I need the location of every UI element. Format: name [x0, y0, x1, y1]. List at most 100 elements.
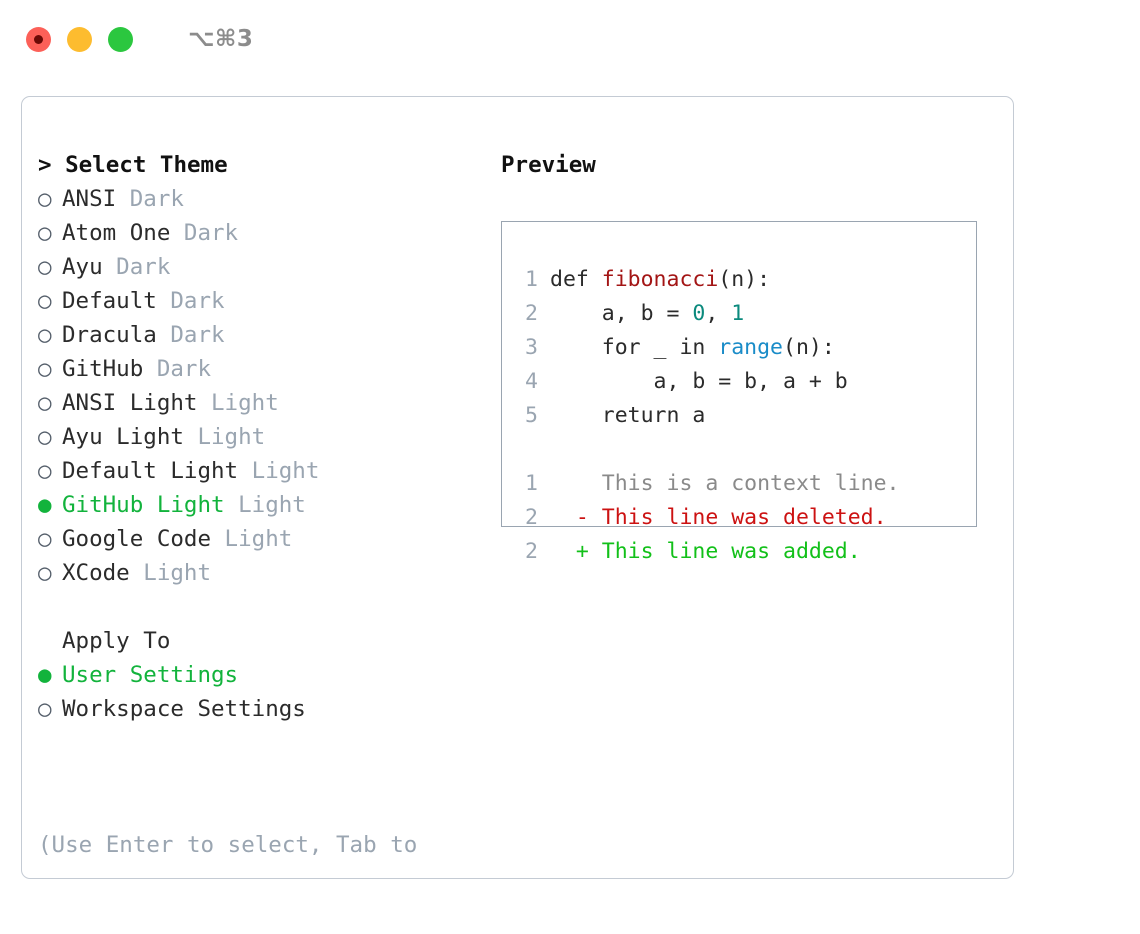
- theme-item-variant-tag: Light: [211, 526, 293, 552]
- theme-item-github-light[interactable]: ●GitHub Light Light: [38, 488, 478, 522]
- theme-item-label: ANSI: [62, 186, 117, 212]
- diff-line-added: 2 + This line was added.: [502, 535, 976, 569]
- radio-unselected-icon: ○: [38, 288, 52, 314]
- code-line: 2 a, b = 0, 1: [502, 297, 976, 331]
- code-line-number: 1: [525, 267, 538, 292]
- theme-item-label: Ayu Light: [62, 424, 184, 450]
- theme-item-label: GitHub: [62, 356, 144, 382]
- radio-selected-icon: ●: [38, 492, 52, 518]
- code-diff-separator: [502, 433, 976, 467]
- theme-item-label: Ayu: [62, 254, 103, 280]
- theme-item-default-light[interactable]: ○Default Light Light: [38, 454, 478, 488]
- theme-item-variant-tag: Dark: [143, 356, 212, 382]
- diff-line-deleted: 2 - This line was deleted.: [502, 501, 976, 535]
- theme-item-label: Google Code: [62, 526, 212, 552]
- code-line-text: a, b = 0, 1: [538, 297, 744, 331]
- code-token-plain: for _ in: [550, 335, 719, 360]
- spacer: [38, 590, 478, 624]
- radio-unselected-icon: ○: [38, 322, 52, 348]
- minimize-dot[interactable]: [67, 26, 92, 52]
- title-bar: ⌥⌘3: [0, 0, 1140, 78]
- theme-item-variant-tag: Dark: [116, 186, 184, 212]
- radio-unselected-icon: ○: [38, 526, 52, 552]
- theme-item-variant-tag: Light: [129, 560, 212, 586]
- theme-item-ansi[interactable]: ○ANSI Dark: [38, 182, 478, 216]
- code-line: 3 for _ in range(n):: [502, 331, 976, 365]
- code-token-plain: (n):: [718, 267, 771, 292]
- code-token-fn: fibonacci: [601, 267, 719, 292]
- preview-label: Preview: [501, 152, 596, 178]
- theme-item-label: Default: [62, 288, 157, 314]
- theme-item-variant-tag: Light: [224, 492, 306, 518]
- diff-line-number: 2: [525, 505, 538, 530]
- shortcut-label: ⌥⌘3: [188, 26, 254, 52]
- help-line-1: (Use Enter to select, Tab to: [38, 832, 418, 858]
- theme-item-atom-one[interactable]: ○Atom One Dark: [38, 216, 478, 250]
- maximize-dot[interactable]: [108, 26, 133, 52]
- theme-item-label: Atom One: [62, 220, 171, 246]
- theme-item-ayu-light[interactable]: ○Ayu Light Light: [38, 420, 478, 454]
- code-line-text: for _ in range(n):: [538, 331, 835, 365]
- theme-item-variant-tag: Light: [183, 424, 266, 450]
- theme-item-label: ANSI Light: [62, 390, 198, 416]
- code-token-plain: (n):: [783, 335, 835, 360]
- theme-item-ansi-light[interactable]: ○ ANSI Light Light: [38, 386, 478, 420]
- theme-panel-heading: > Select Theme: [38, 148, 478, 182]
- diff-line-text: - This line was deleted.: [550, 505, 887, 530]
- code-token-builtin: range: [718, 335, 784, 360]
- theme-item-variant-tag: Light: [197, 390, 279, 416]
- radio-unselected-icon: ○: [38, 390, 52, 416]
- theme-selector-panel: > Select Theme ○ANSI Dark○Atom One Dark○…: [38, 148, 478, 934]
- theme-item-default[interactable]: ○ Default Dark: [38, 284, 478, 318]
- theme-item-label: Dracula: [62, 322, 157, 348]
- main-frame: > Select Theme ○ANSI Dark○Atom One Dark○…: [21, 96, 1014, 879]
- code-token-plain: a, b = b, a + b: [550, 369, 848, 394]
- theme-item-variant-tag: Dark: [102, 254, 171, 280]
- theme-item-xcode[interactable]: ○ XCode Light: [38, 556, 478, 590]
- radio-selected-icon: ●: [38, 662, 52, 688]
- theme-item-variant-tag: Dark: [170, 220, 239, 246]
- code-line-number: 2: [525, 301, 538, 326]
- help-text: (Use Enter to select, Tab to change focu…: [38, 760, 478, 934]
- radio-unselected-icon: ○: [38, 696, 52, 722]
- theme-item-github[interactable]: ○ GitHub Dark: [38, 352, 478, 386]
- radio-unselected-icon: ○: [38, 356, 52, 382]
- code-line-number: 4: [525, 369, 538, 394]
- window-controls: [26, 26, 133, 52]
- theme-item-dracula[interactable]: ○ Dracula Dark: [38, 318, 478, 352]
- theme-list: ○ANSI Dark○Atom One Dark○Ayu Dark○Defaul…: [38, 182, 478, 590]
- code-line-number: 3: [525, 335, 538, 360]
- close-dot[interactable]: [26, 26, 51, 52]
- diff-line-number: 2: [525, 539, 538, 564]
- code-token-plain: def: [550, 267, 602, 292]
- theme-item-label: XCode: [62, 560, 130, 586]
- apply-to-option-label: Workspace Settings: [62, 696, 306, 722]
- apply-to-option-label: User Settings: [62, 662, 239, 688]
- radio-unselected-icon: ○: [38, 254, 52, 280]
- code-line: 1 def fibonacci(n):: [502, 263, 976, 297]
- apply-to-heading-text: Apply To: [62, 628, 171, 654]
- apply-to-option-workspace-settings[interactable]: ○ Workspace Settings: [38, 692, 478, 726]
- code-token-num: 0: [692, 301, 706, 326]
- code-line-text: a, b = b, a + b: [538, 365, 848, 399]
- code-line: 5 return a: [502, 399, 976, 433]
- diff-line-text: This is a context line.: [550, 471, 900, 496]
- theme-item-variant-tag: Light: [238, 458, 320, 484]
- help-line-2: change focus): [38, 930, 478, 934]
- code-line-number: 5: [525, 403, 538, 428]
- apply-to-option-user-settings[interactable]: ● User Settings: [38, 658, 478, 692]
- diff-sample: 1 This is a context line.2 - This line w…: [502, 467, 976, 569]
- code-line-text: return a: [538, 399, 706, 433]
- radio-unselected-icon: ○: [38, 560, 52, 586]
- theme-item-google-code[interactable]: ○ Google Code Light: [38, 522, 478, 556]
- heading-caret: >: [38, 152, 66, 178]
- code-line: 4 a, b = b, a + b: [502, 365, 976, 399]
- theme-item-variant-tag: Dark: [156, 322, 225, 348]
- theme-item-ayu[interactable]: ○ Ayu Dark: [38, 250, 478, 284]
- theme-item-variant-tag: Dark: [156, 288, 225, 314]
- apply-to-indent: [38, 624, 62, 658]
- apply-to-list: ● User Settings ○ Workspace Settings: [38, 658, 478, 726]
